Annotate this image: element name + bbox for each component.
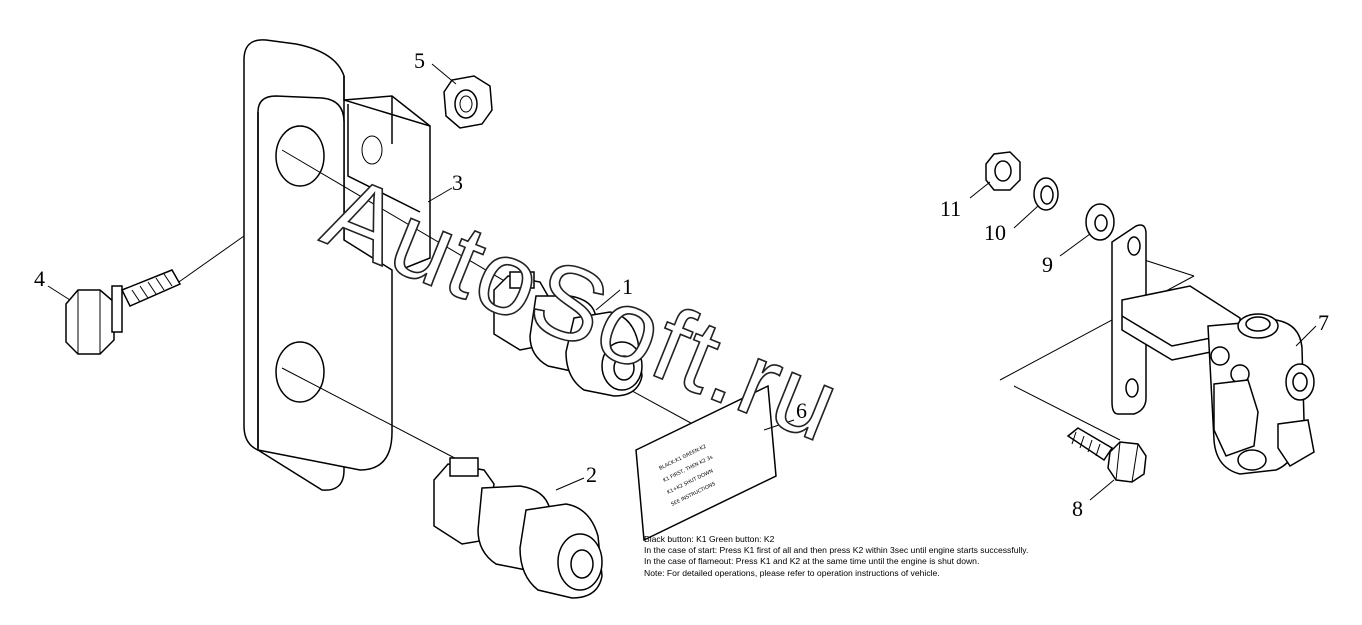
bolt-part-4 [65, 269, 182, 355]
callout-3: 3 [452, 170, 463, 195]
callout-1: 1 [622, 274, 633, 299]
operation-notes: Black button: K1 Green button: K2 In the… [644, 534, 1064, 579]
bolt-part-8 [1066, 427, 1147, 483]
mounting-bracket [243, 39, 431, 491]
nut-part-5 [443, 75, 493, 129]
note-line-flameout: In the case of flameout: Press K1 and K2… [644, 556, 980, 567]
callout-4: 4 [34, 266, 45, 291]
callout-2: 2 [586, 462, 597, 487]
callout-9: 9 [1042, 252, 1053, 277]
flat-washer-part-9 [1085, 203, 1115, 241]
callout-numbers: 5 3 4 1 6 2 11 10 9 7 8 [34, 48, 1329, 521]
note-line-reference: Note: For detailed operations, please re… [644, 567, 940, 578]
callout-leaders [47, 63, 1317, 501]
note-line-buttons: Black button: K1 Green button: K2 [644, 534, 775, 544]
callout-7: 7 [1318, 310, 1329, 335]
valve-assembly-part-7 [1111, 224, 1315, 475]
spring-washer-part-10 [1033, 177, 1059, 211]
note-line-start: In the case of start: Press K1 first of … [644, 545, 1029, 556]
callout-11: 11 [940, 196, 961, 221]
callout-8: 8 [1072, 496, 1083, 521]
label-plate-part-6: BLACK:K1 GREEN:K2 K1 FIRST, THEN K2 3s K… [635, 384, 777, 542]
switch-part-1 [493, 271, 643, 397]
assembly-lines [175, 149, 1195, 467]
callout-10: 10 [984, 220, 1006, 245]
nut-part-11 [985, 151, 1021, 191]
switch-part-2 [433, 457, 603, 599]
callout-5: 5 [414, 48, 425, 73]
callout-6: 6 [796, 398, 807, 423]
